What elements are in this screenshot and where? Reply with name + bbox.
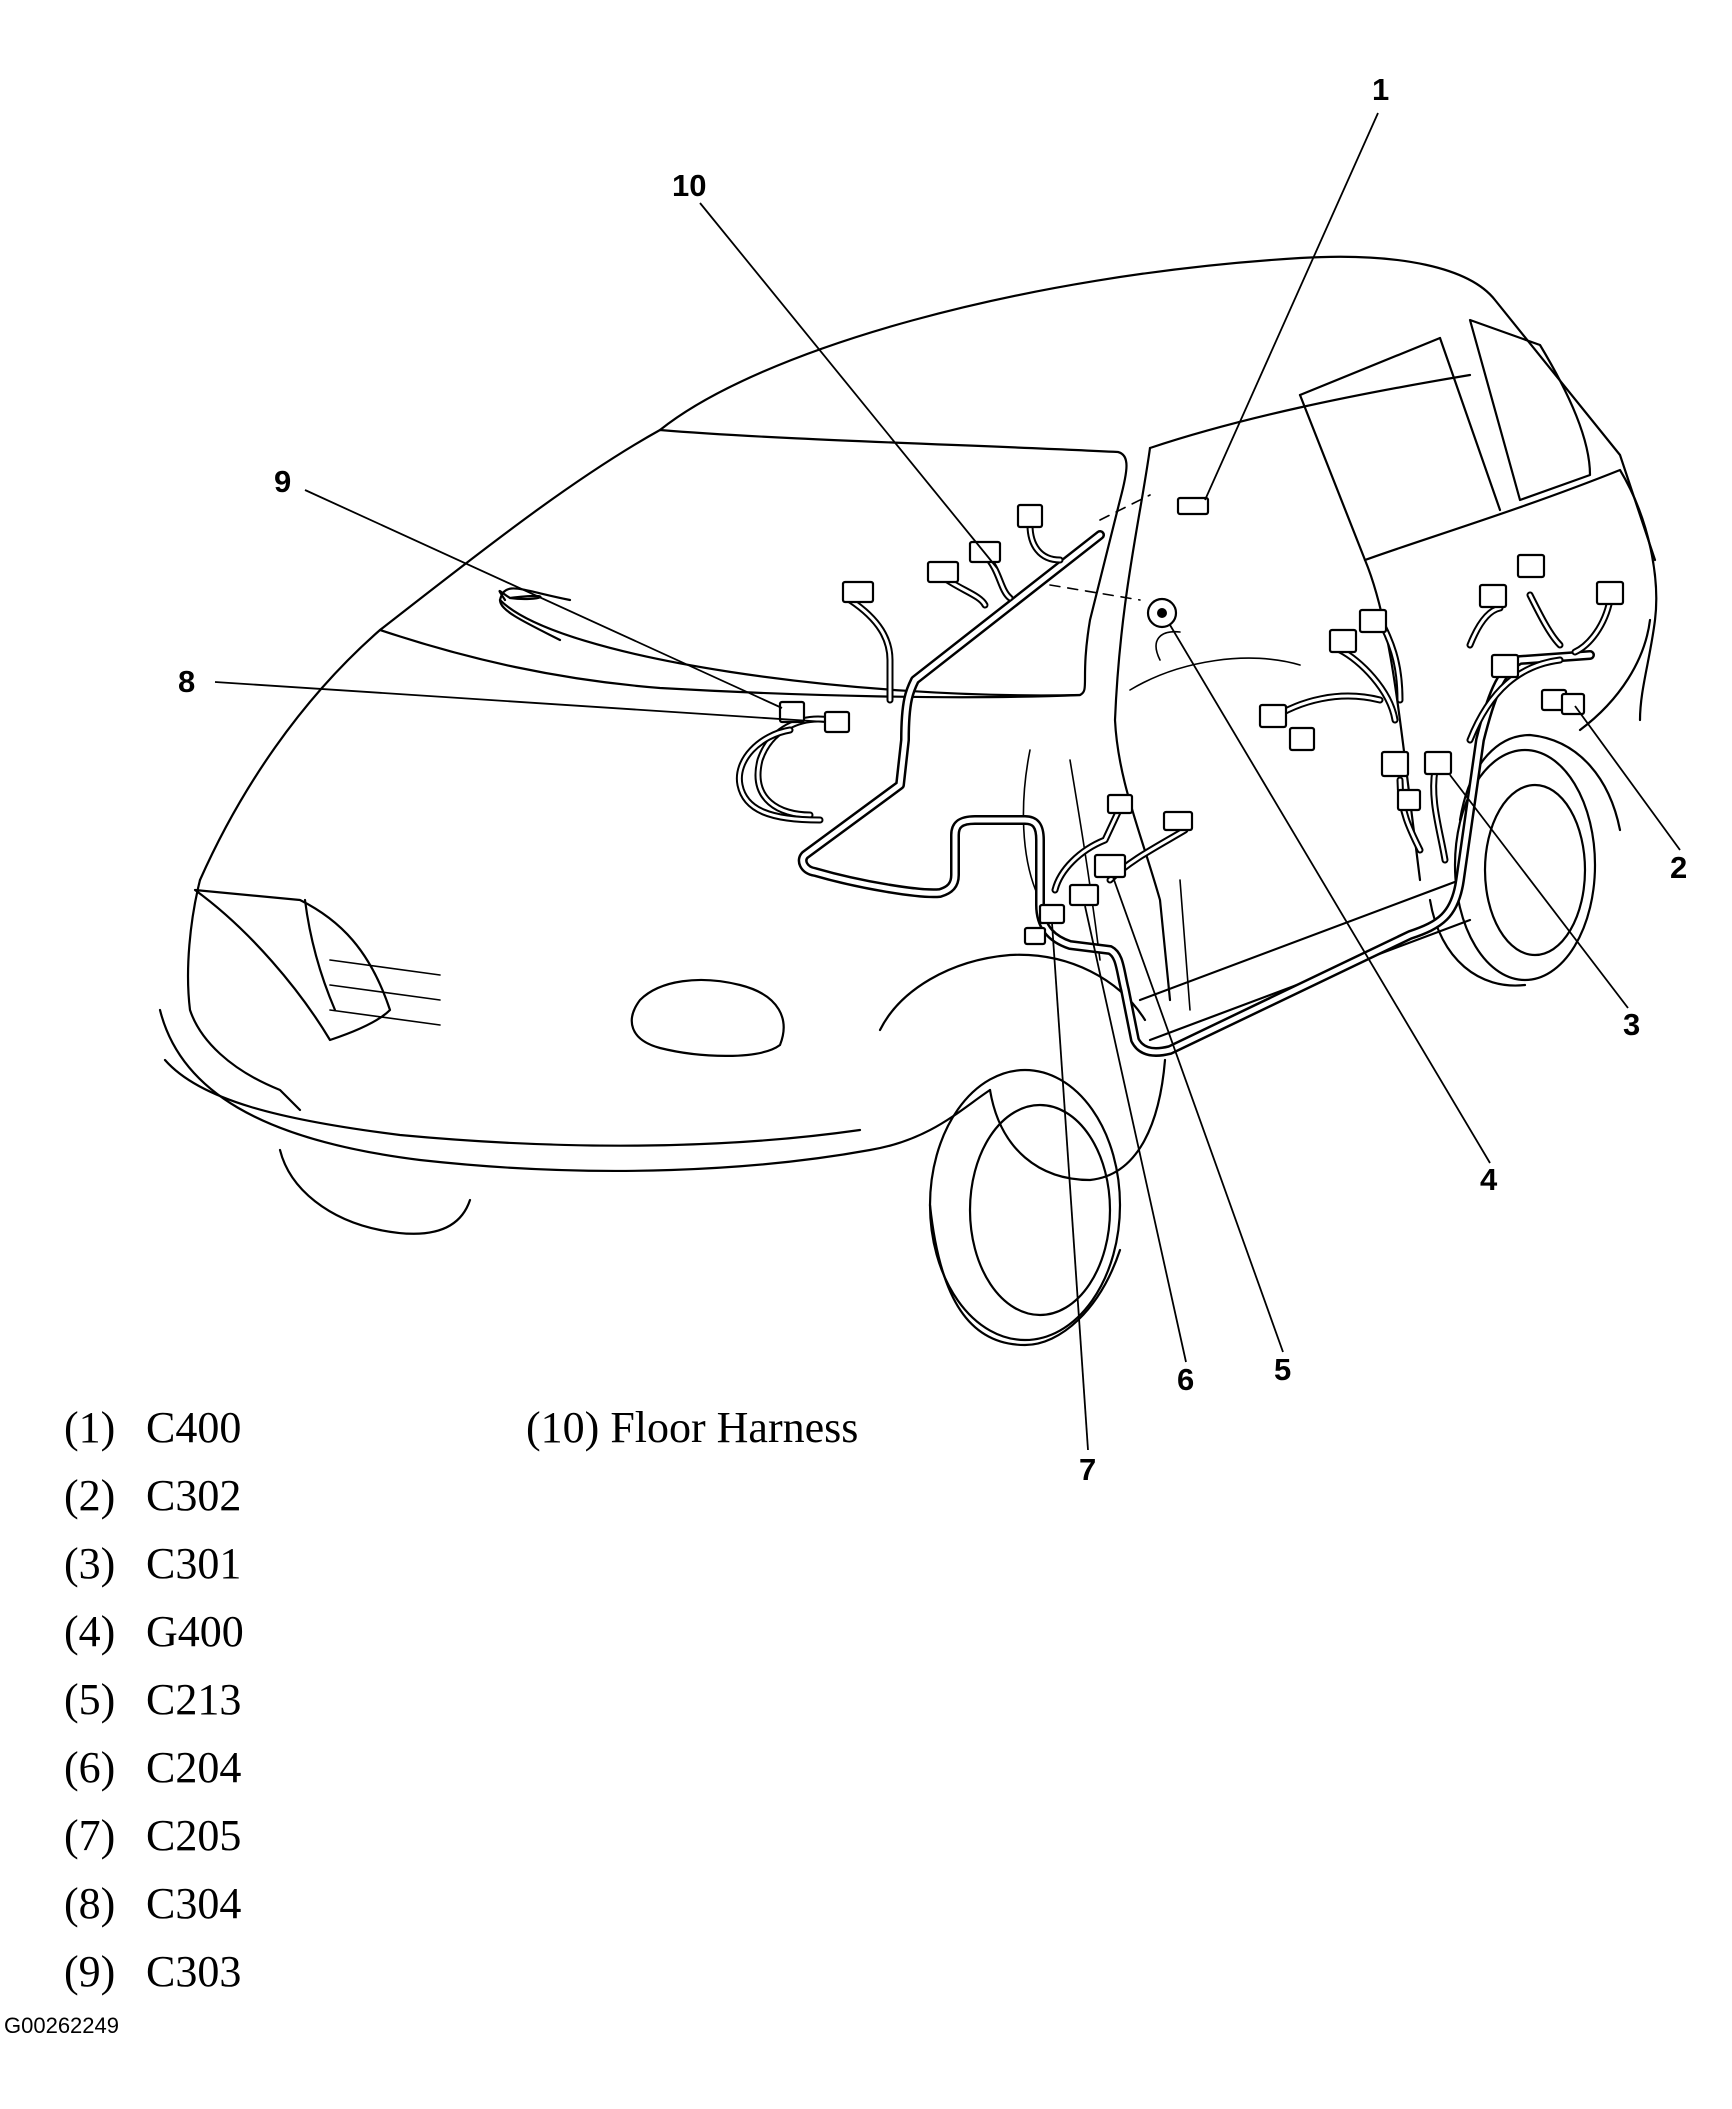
vehicle-outline: [158, 255, 1658, 1347]
figure-id: G00262249: [4, 2013, 119, 2038]
connector-c213: [1093, 853, 1127, 879]
legend-code: C303: [146, 1947, 242, 1996]
legend-code: C205: [146, 1811, 242, 1860]
connector-c400: [1176, 496, 1210, 516]
callout-1: 1: [1372, 72, 1389, 107]
connector: [1106, 793, 1134, 815]
callout-numbers: 1 2 3 4 5 6 7 8 9 10: [178, 72, 1687, 1487]
connector: [1516, 553, 1546, 579]
connector: [1023, 926, 1047, 946]
legend-number: (3): [64, 1539, 116, 1588]
connector: [1258, 703, 1288, 729]
leader-lines: [214, 112, 1681, 1451]
leader-9: [304, 489, 783, 709]
leader-1: [1204, 112, 1379, 501]
connector: [1016, 503, 1044, 529]
legend-code: C302: [146, 1471, 242, 1520]
legend-row: (7) C205: [64, 1802, 244, 1870]
connector: [841, 580, 875, 604]
leader-2: [1574, 705, 1681, 851]
leader-10: [699, 202, 998, 569]
connector: [1490, 653, 1520, 679]
legend-code: C304: [146, 1879, 242, 1928]
connector: [1380, 750, 1410, 778]
callout-4: 4: [1480, 1162, 1498, 1197]
callout-3: 3: [1623, 1007, 1640, 1042]
callout-9: 9: [274, 464, 291, 499]
connector: [1595, 580, 1625, 606]
connector-c204: [1068, 883, 1100, 907]
legend-row: (2) C302: [64, 1462, 244, 1530]
callout-8: 8: [178, 664, 195, 699]
connector-c303: [778, 700, 806, 724]
legend-code: C301: [146, 1539, 242, 1588]
connector: [926, 560, 960, 584]
legend-number: (1): [64, 1403, 116, 1452]
floor-harness: [797, 530, 1595, 1057]
legend-row: (8) C304: [64, 1870, 244, 1938]
legend-number: (4): [64, 1607, 116, 1656]
legend-row: (6) C204: [64, 1734, 244, 1802]
legend-row: (9) C303: [64, 1938, 244, 2006]
leader-5: [1112, 876, 1284, 1353]
connector: [1162, 810, 1194, 832]
legend-number: (7): [64, 1811, 116, 1860]
legend-number: (10): [526, 1403, 600, 1452]
callout-7: 7: [1079, 1452, 1096, 1487]
legend-number: (5): [64, 1675, 116, 1724]
legend-code: G400: [146, 1607, 244, 1656]
legend: (1)C400 (2)C302 (3)C301 (4)G400 (5)C213 …: [64, 1394, 244, 2006]
legend-code: C204: [146, 1743, 242, 1792]
legend-number: (8): [64, 1879, 116, 1928]
leader-6: [1084, 905, 1187, 1363]
legend-code: C213: [146, 1675, 242, 1724]
callout-6: 6: [1177, 1362, 1194, 1397]
connector: [1358, 608, 1388, 634]
connector: [1328, 628, 1358, 654]
callout-2: 2: [1670, 850, 1687, 885]
connector: [1560, 692, 1586, 716]
branch-wires: [735, 521, 1614, 894]
legend-label: Floor Harness: [610, 1403, 859, 1452]
legend-number: (2): [64, 1471, 116, 1520]
legend-row: (3) C301: [64, 1530, 244, 1598]
legend-code: C400: [146, 1403, 242, 1452]
legend-number: (9): [64, 1947, 116, 1996]
connector-c205: [1038, 903, 1066, 925]
connector-c304: [823, 710, 851, 734]
connector-c301: [1423, 750, 1453, 776]
connector: [1478, 583, 1508, 609]
legend-row: (1) C400: [64, 1394, 244, 1462]
leader-4: [1169, 624, 1491, 1164]
leader-3: [1449, 774, 1629, 1009]
legend-number: (6): [64, 1743, 116, 1792]
callout-5: 5: [1274, 1352, 1291, 1387]
connectors: [778, 496, 1625, 946]
connector: [1396, 788, 1422, 812]
legend-row: (5) C213: [64, 1666, 244, 1734]
leader-7: [1051, 922, 1089, 1451]
legend-row: (4) G400: [64, 1598, 244, 1666]
ground-point: [1157, 608, 1167, 618]
connector: [1288, 726, 1316, 752]
legend-floor-harness: (10) Floor Harness: [526, 1394, 858, 1462]
callout-10: 10: [672, 168, 706, 203]
leader-8: [214, 681, 827, 723]
